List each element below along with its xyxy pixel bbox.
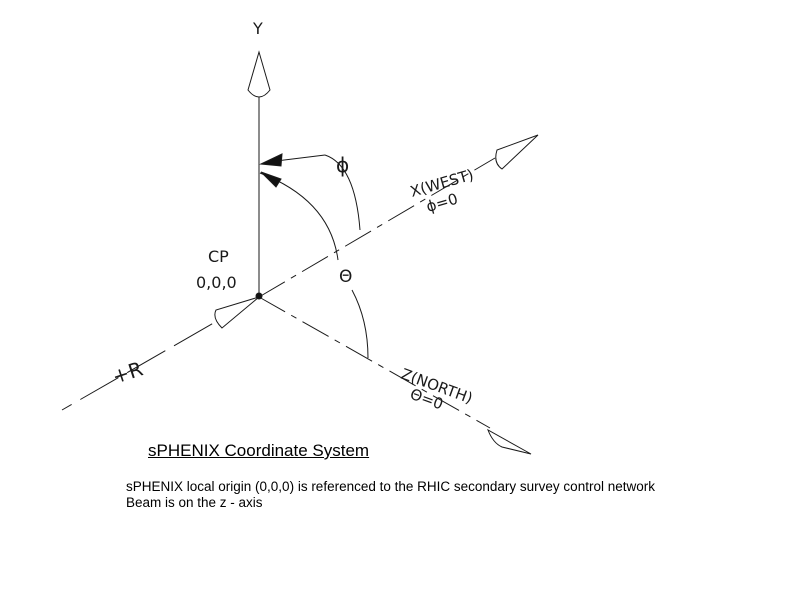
diagram-title: sPHENIX Coordinate System — [148, 441, 370, 460]
origin-label: 0,0,0 — [196, 273, 237, 292]
caption-origin-reference: sPHENIX local origin (0,0,0) is referenc… — [126, 479, 655, 494]
z-axis-line — [258, 296, 491, 429]
theta-arc — [259, 172, 339, 261]
origin-point — [255, 292, 263, 300]
theta-label: Θ — [339, 267, 352, 287]
phi-arrowhead — [259, 153, 283, 167]
caption-beam-axis: Beam is on the z - axis — [126, 495, 263, 510]
x-axis-arrowhead — [495, 134, 539, 170]
z-axis-arrowhead — [487, 428, 532, 455]
plus-r-label: +R — [109, 356, 146, 388]
x-axis-line — [258, 157, 496, 298]
phi-label: ϕ — [336, 153, 349, 177]
r-axis-arrowhead — [214, 296, 260, 329]
phi-arc — [324, 154, 361, 231]
theta-arrowhead — [260, 171, 282, 188]
cp-label: CP — [208, 247, 229, 266]
y-axis-label: Y — [252, 19, 263, 38]
y-axis-arrowhead — [247, 50, 271, 98]
theta-lower-arc — [351, 289, 369, 359]
